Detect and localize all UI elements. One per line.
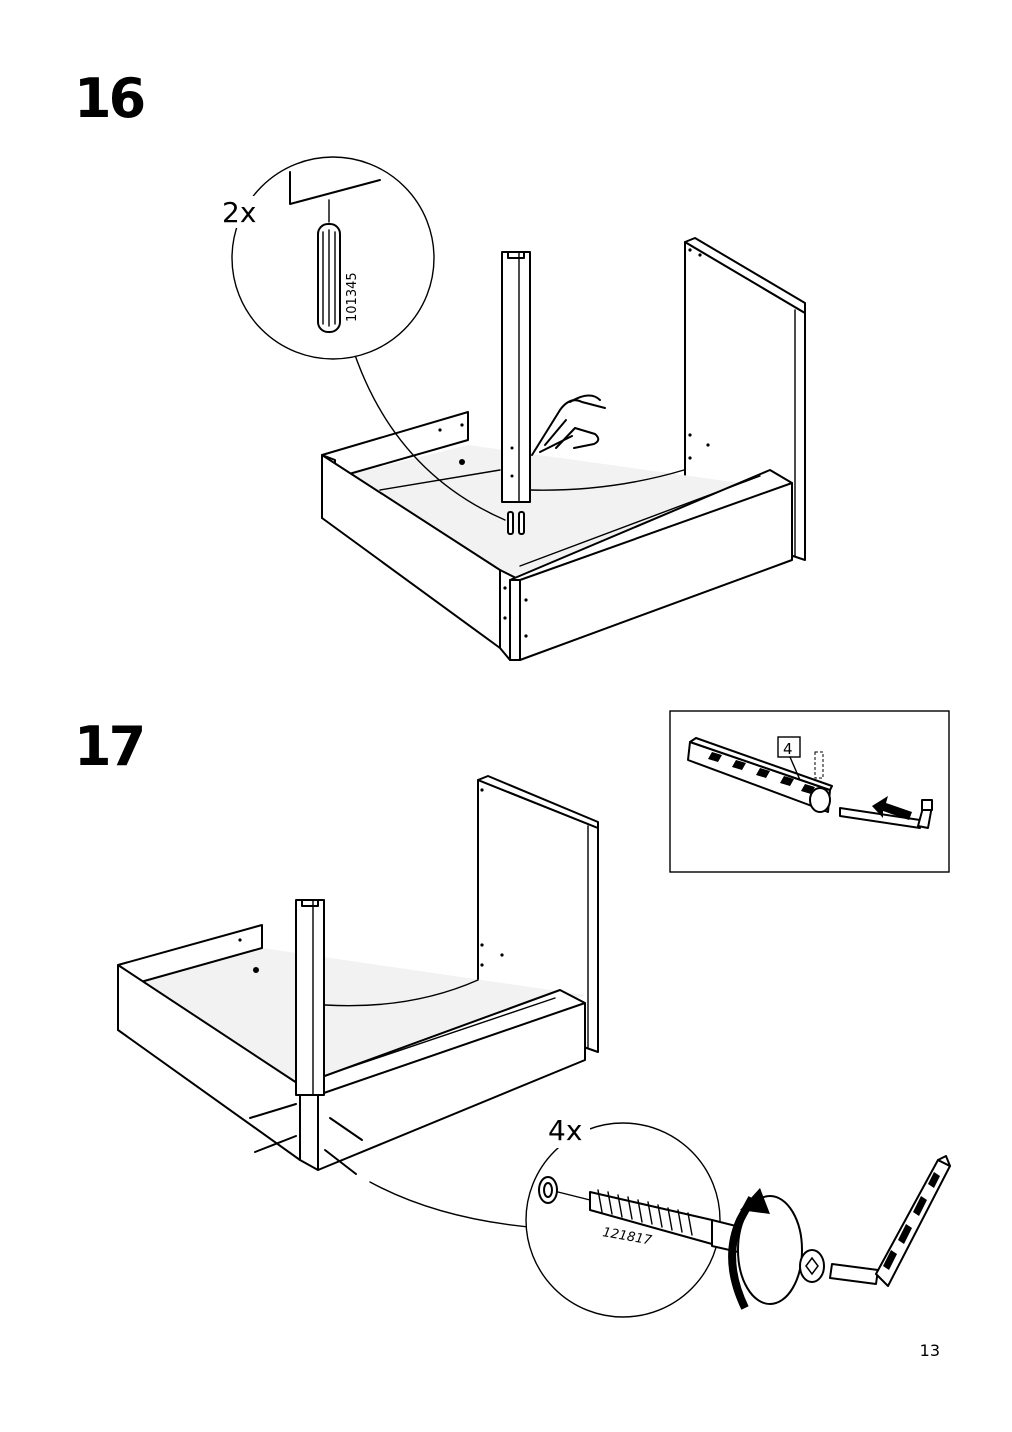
back-panel-edge <box>684 237 806 314</box>
tool-inset: 4 <box>669 710 950 873</box>
quantity-label: 4x <box>548 1114 582 1147</box>
screw <box>249 1103 363 1175</box>
step-number: 17 <box>74 715 146 778</box>
tool-size-label: 4 <box>783 740 793 758</box>
hex-key-tool-icon <box>687 737 833 813</box>
leg <box>295 899 325 1096</box>
step-17-illustration: 4x 121817 <box>117 710 951 1318</box>
arrow-left-icon <box>872 796 912 820</box>
quantity-label: 2x <box>222 196 256 229</box>
detail-callout: 2x 101345 <box>210 156 435 360</box>
dowel <box>507 511 514 535</box>
part-number: 101345 <box>345 272 360 322</box>
leg <box>501 251 531 503</box>
screw-head <box>737 1195 803 1305</box>
callout-line <box>369 1181 541 1229</box>
callout-line <box>349 339 506 521</box>
page-number: 13 <box>919 1341 940 1360</box>
dowel <box>518 511 525 535</box>
rotate-arrow-icon <box>728 1188 770 1310</box>
allen-key-icon <box>829 1155 951 1287</box>
allen-key-icon <box>839 799 933 829</box>
step-16-illustration: 2x 101345 <box>210 156 806 661</box>
hand-icon <box>531 394 606 456</box>
step-number: 16 <box>74 67 146 130</box>
